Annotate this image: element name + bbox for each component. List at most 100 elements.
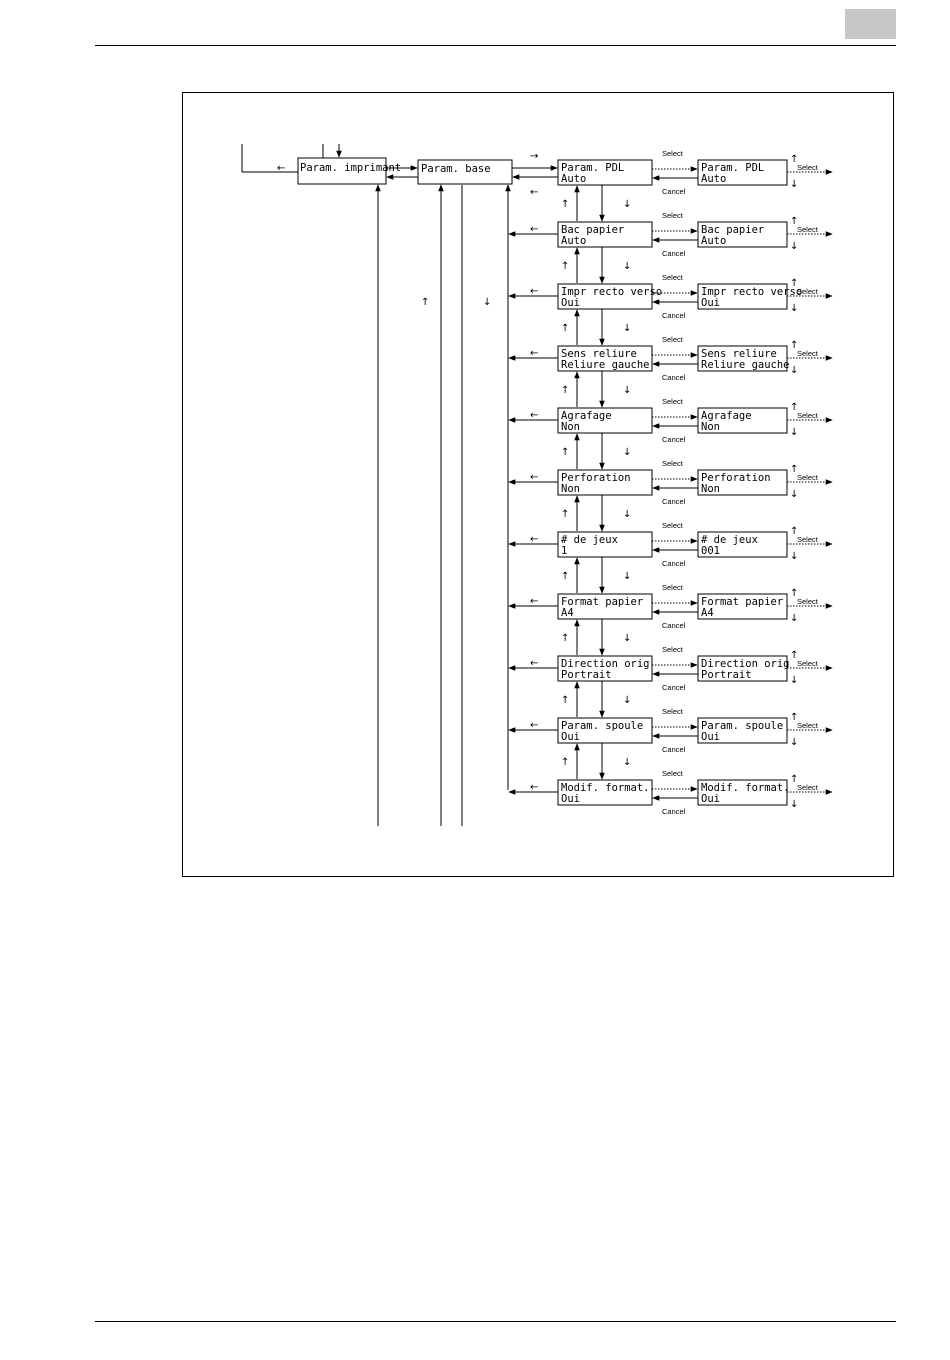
cancel-label: Cancel xyxy=(662,311,686,320)
down-arrow-label: ↓ xyxy=(790,365,798,376)
back-arrow-label: ← xyxy=(530,472,538,483)
menu-item-value: A4 xyxy=(561,607,574,619)
cancel-label: Cancel xyxy=(662,497,686,506)
down-arrow-label: ↓ xyxy=(623,261,631,272)
up-arrow-label: ↑ xyxy=(561,447,569,458)
select-label: Select xyxy=(662,273,684,282)
cancel-label: Cancel xyxy=(662,621,686,630)
cancel-label: Cancel xyxy=(662,373,686,382)
base-menu-label: Param. base xyxy=(421,163,491,175)
menu-edit-value: Auto xyxy=(701,235,726,247)
base-menu-box[interactable]: Param. base xyxy=(417,159,513,185)
menu-item-name: Modif. format. xyxy=(561,782,650,794)
root-menu-box[interactable]: Param. imprimant xyxy=(297,157,401,185)
up-arrow-label: ↑ xyxy=(421,297,429,308)
back-arrow-label: ← xyxy=(530,720,538,731)
next-select-label: Select xyxy=(797,287,819,296)
back-arrow-root: ← xyxy=(277,163,285,174)
down-arrow-label: ↓ xyxy=(790,737,798,748)
select-label: Select xyxy=(662,645,684,654)
next-select-label: Select xyxy=(797,349,819,358)
select-label: Select xyxy=(662,521,684,530)
cancel-label: Cancel xyxy=(662,683,686,692)
down-arrow-label: ↓ xyxy=(790,799,798,810)
menu-item-value: Portrait xyxy=(561,669,612,681)
header-rule xyxy=(95,45,896,46)
next-select-label: Select xyxy=(797,163,819,172)
menu-edit-value: Non xyxy=(701,483,720,495)
entry-lines xyxy=(241,144,342,173)
menu-edit-name: # de jeux xyxy=(701,534,758,546)
up-arrow-label: ↑ xyxy=(561,509,569,520)
down-arrow-label: ↓ xyxy=(790,551,798,562)
down-arrow-label: ↓ xyxy=(790,489,798,500)
up-arrow-label: ↑ xyxy=(790,464,798,475)
forward-arrow-label: → xyxy=(530,151,538,162)
cancel-label: Cancel xyxy=(662,187,686,196)
up-arrow-label: ↑ xyxy=(790,650,798,661)
select-label: Select xyxy=(662,459,684,468)
up-arrow-label: ↑ xyxy=(790,278,798,289)
select-label: Select xyxy=(662,707,684,716)
down-arrow-label: ↓ xyxy=(790,179,798,190)
menu-item-name: Perforation xyxy=(561,472,631,484)
menu-item-value: Auto xyxy=(561,235,586,247)
root-menu-label: Param. imprimant xyxy=(300,162,401,174)
menu-item-name: Bac papier xyxy=(561,224,624,236)
back-arrow-label: ← xyxy=(530,286,538,297)
menu-item-name: Param. PDL xyxy=(561,162,624,174)
select-label: Select xyxy=(662,335,684,344)
menu-item-name: # de jeux xyxy=(561,534,618,546)
up-arrow-label: ↑ xyxy=(790,402,798,413)
down-arrow-label: ↓ xyxy=(623,571,631,582)
diagram-frame xyxy=(182,92,894,877)
menu-edit-box[interactable]: Modif. format.Oui xyxy=(697,779,790,806)
up-arrow-label: ↑ xyxy=(790,340,798,351)
menu-item-name: Format papier xyxy=(561,596,643,608)
cancel-label: Cancel xyxy=(662,435,686,444)
down-arrow-label: ↓ xyxy=(623,695,631,706)
up-arrow-label: ↑ xyxy=(790,588,798,599)
next-select-label: Select xyxy=(797,659,819,668)
menu-item-name: Agrafage xyxy=(561,410,612,422)
down-arrow-label: ↓ xyxy=(790,675,798,686)
back-arrow-label: ← xyxy=(530,410,538,421)
next-select-label: Select xyxy=(797,225,819,234)
down-arrow-label: ↓ xyxy=(623,633,631,644)
up-arrow-label: ↑ xyxy=(790,154,798,165)
down-arrow-label: ↓ xyxy=(623,323,631,334)
menu-item-box[interactable]: # de jeux 1 xyxy=(557,531,653,558)
menu-item-box[interactable]: Modif. format.Oui xyxy=(557,779,653,806)
down-arrow-label: ↓ xyxy=(623,509,631,520)
menu-edit-value: Oui xyxy=(701,793,720,805)
menu-edit-value: Portrait xyxy=(701,669,752,681)
up-arrow-label: ↑ xyxy=(790,216,798,227)
select-label: Select xyxy=(662,769,684,778)
up-arrow-label: ↑ xyxy=(561,757,569,768)
